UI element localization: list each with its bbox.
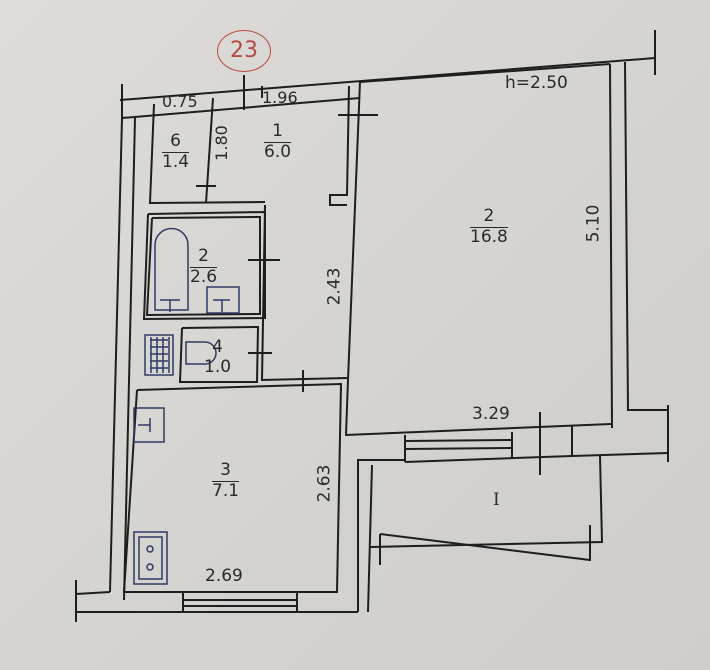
dim-kitchen-length: 2.63 bbox=[314, 464, 335, 503]
dim-closet-depth: 1.80 bbox=[211, 125, 231, 161]
dim-closet-width: 0.75 bbox=[162, 92, 198, 111]
dim-living-width: 3.29 bbox=[472, 404, 510, 424]
dim-living-length: 5.10 bbox=[583, 204, 604, 243]
ceiling-height-label: h=2.50 bbox=[505, 73, 568, 93]
balcony-label: I bbox=[493, 490, 500, 510]
dim-kitchen-width: 2.69 bbox=[205, 566, 243, 586]
apartment-number-stamp: 23 bbox=[217, 30, 271, 72]
dim-hall-width: 1.96 bbox=[262, 88, 298, 107]
fixtures bbox=[133, 227, 240, 585]
dim-hall-length: 2.43 bbox=[324, 267, 345, 306]
